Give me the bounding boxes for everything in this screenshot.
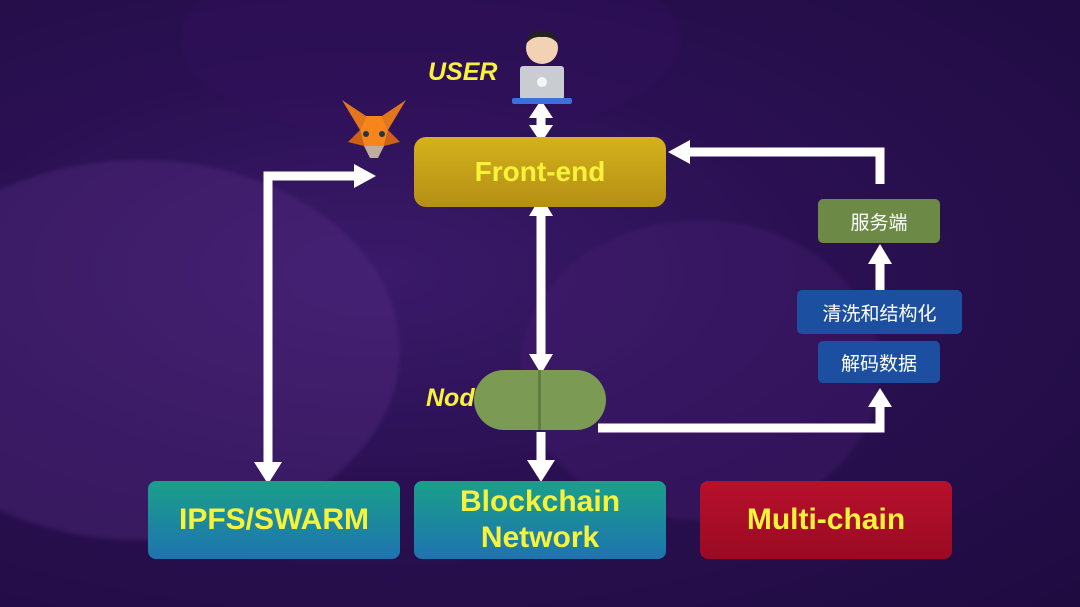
- multichain-label: Multi-chain: [746, 503, 906, 536]
- decode-data-label: 解码数据: [840, 352, 917, 375]
- background-blob: [0, 160, 400, 540]
- clean-structure-box: 清洗和结构化: [797, 290, 962, 334]
- arrow-node-decode: [598, 405, 885, 433]
- frontend-box: Front-end: [414, 137, 666, 207]
- arrow-ipfs-wallet: [263, 171, 356, 462]
- decode-data-box: 解码数据: [818, 341, 940, 383]
- node-divider: [538, 370, 541, 430]
- blockchain-label-line1: Blockchain: [459, 485, 621, 518]
- user-laptop-icon: [508, 26, 576, 106]
- arrowhead-up: [529, 100, 553, 118]
- blockchain-label-line2: Network: [480, 521, 600, 554]
- ipfs-swarm-box: IPFS/SWARM: [148, 481, 400, 559]
- frontend-label: Front-end: [474, 156, 606, 187]
- blockchain-network-box: Blockchain Network: [414, 481, 666, 559]
- ipfs-swarm-label: IPFS/SWARM: [178, 503, 369, 536]
- metamask-fox-icon: [338, 96, 410, 162]
- clean-structure-label: 清洗和结构化: [822, 302, 937, 325]
- user-label: USER: [428, 58, 498, 86]
- server-box: 服务端: [818, 199, 940, 243]
- arrow-server-frontend: [688, 147, 885, 184]
- arrowhead-down: [529, 125, 553, 143]
- multichain-box: Multi-chain: [700, 481, 952, 559]
- node-shape: [474, 370, 606, 430]
- server-label: 服务端: [850, 211, 908, 234]
